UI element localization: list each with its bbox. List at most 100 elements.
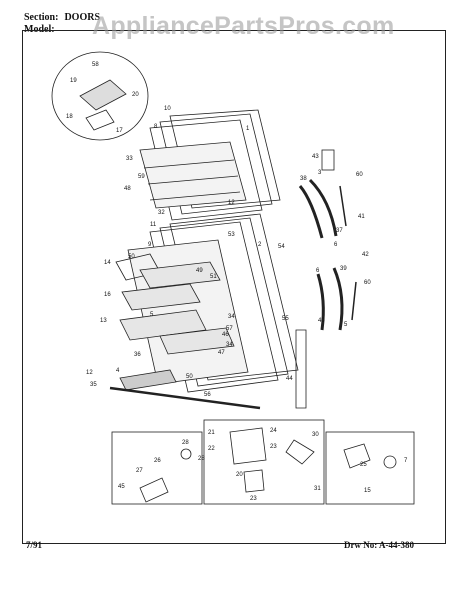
callout-label: 47 <box>218 350 225 356</box>
callout-label: 49 <box>196 268 203 274</box>
callout-label: 39 <box>340 266 347 272</box>
detail-box-right <box>325 431 415 505</box>
callout-label: 10 <box>164 106 171 112</box>
callout-label: 56 <box>204 392 211 398</box>
callout-label: 1 <box>246 126 250 132</box>
middle-hinge-plate <box>229 427 267 465</box>
callout-label: 5 <box>344 322 348 328</box>
callout-labels: 58 19 20 18 17 10 8 1 33 59 48 12 32 11 … <box>66 62 408 502</box>
callout-label: 25 <box>360 462 367 468</box>
callout-label: 5 <box>150 312 154 318</box>
callout-label: 58 <box>92 62 99 68</box>
right-spring-part <box>383 455 397 469</box>
callout-label: 20 <box>236 472 243 478</box>
callout-label: 3 <box>318 170 322 176</box>
door-shelf-bottom <box>159 327 235 355</box>
callout-label: 22 <box>208 446 215 452</box>
callout-label: 23 <box>250 496 257 502</box>
door-stop-block <box>119 369 177 391</box>
callout-label: 28 <box>198 456 205 462</box>
callout-label: 17 <box>116 128 123 134</box>
callout-label: 30 <box>312 432 319 438</box>
diagram-frame <box>22 30 446 544</box>
callout-label: 18 <box>66 114 73 120</box>
section-header: Section: DOORS <box>24 12 100 23</box>
hinge-detail-inset <box>51 51 149 141</box>
left-cam-part <box>180 448 192 460</box>
callout-label: 21 <box>208 430 215 436</box>
door-shelf-middle <box>121 283 201 311</box>
freezer-liner <box>139 141 247 209</box>
hinge-bracket <box>85 109 115 131</box>
callout-label: 37 <box>336 228 343 234</box>
callout-label: 34 <box>226 342 233 348</box>
callout-label: 45 <box>118 484 125 490</box>
callout-label: 55 <box>282 316 289 322</box>
callout-label: 60 <box>364 280 371 286</box>
callout-label: 26 <box>154 458 161 464</box>
model-label: Model: <box>24 24 55 35</box>
model-header: Model: <box>24 24 55 35</box>
footer-date: 7/91 <box>26 540 43 550</box>
callout-label: 20 <box>132 92 139 98</box>
callout-label: 43 <box>312 154 319 160</box>
callout-label: 9 <box>148 242 152 248</box>
handle-cap <box>321 149 335 171</box>
callout-label: 23 <box>270 444 277 450</box>
callout-label: 8 <box>154 124 158 130</box>
callout-label: 13 <box>100 318 107 324</box>
hinge-part <box>79 79 127 111</box>
callout-label: 7 <box>404 458 408 464</box>
callout-label: 42 <box>362 252 369 258</box>
callout-label: 32 <box>158 210 165 216</box>
door-bottom-trim <box>109 386 261 410</box>
upper-handle <box>298 185 324 239</box>
callout-label: 33 <box>126 156 133 162</box>
callout-label: 16 <box>104 292 111 298</box>
callout-label: 50 <box>128 254 135 260</box>
callout-label: 14 <box>104 260 111 266</box>
callout-label: 41 <box>358 214 365 220</box>
callout-label: 48 <box>124 186 131 192</box>
callout-label: 36 <box>134 352 141 358</box>
callout-label: 19 <box>70 78 77 84</box>
lower-handle <box>316 273 325 331</box>
callout-label: 11 <box>150 222 157 228</box>
parts-diagram-sheet: Section: DOORS Model: <box>18 8 448 586</box>
callout-label: 50 <box>186 374 193 380</box>
callout-label: 24 <box>270 428 277 434</box>
callout-label: 2 <box>258 242 262 248</box>
callout-label: 40 <box>318 318 325 324</box>
callout-label: 31 <box>314 486 321 492</box>
callout-label: 12 <box>86 370 93 376</box>
callout-label: 46 <box>222 332 229 338</box>
callout-label: 53 <box>228 232 235 238</box>
callout-label: 54 <box>278 244 285 250</box>
callout-label: 60 <box>356 172 363 178</box>
section-value: DOORS <box>64 12 101 23</box>
callout-label: 27 <box>136 468 143 474</box>
footer-drawing-number: Drw No: A-44-380 <box>344 540 414 550</box>
watermark-text: AppliancePartsPros.com <box>92 12 395 40</box>
callout-label: 38 <box>300 176 307 182</box>
hinge-pin-part <box>285 439 315 465</box>
callout-label: 6 <box>316 268 320 274</box>
callout-label: 44 <box>286 376 293 382</box>
left-bracket-part <box>139 477 169 503</box>
door-shelf-lower <box>119 309 207 341</box>
section-label: Section: <box>24 12 59 23</box>
callout-label: 15 <box>364 488 371 494</box>
callout-label: 35 <box>90 382 97 388</box>
detail-box-middle <box>203 419 325 505</box>
door-shelf-upper <box>139 261 221 289</box>
callout-label: 28 <box>182 440 189 446</box>
callout-label: 4 <box>116 368 120 374</box>
callout-label: 59 <box>138 174 145 180</box>
gasket-strip <box>295 329 307 409</box>
callout-label: 6 <box>334 242 338 248</box>
right-cam-part <box>343 443 371 469</box>
callout-label: 57 <box>226 326 233 332</box>
callout-label: 34 <box>228 314 235 320</box>
callout-label: 12 <box>228 200 235 206</box>
